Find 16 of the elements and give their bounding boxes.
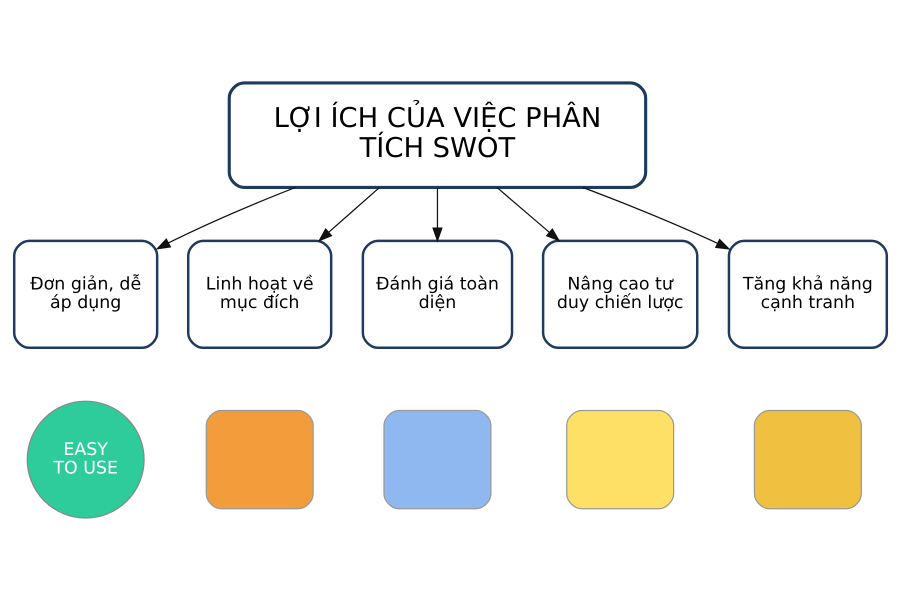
arrow <box>155 186 296 250</box>
node-box: Nâng cao tư duy chiến lược <box>541 239 698 348</box>
node-box <box>566 409 674 509</box>
node-circle: EASY TO USE <box>26 400 144 518</box>
node-box <box>205 409 314 509</box>
node-box: Đơn giản, dễ áp dụng <box>12 239 158 348</box>
node-box <box>382 409 492 509</box>
arrow <box>317 186 380 242</box>
node-box: Linh hoạt về mục đích <box>186 239 332 348</box>
arrow <box>432 187 442 242</box>
node-box: LỢI ÍCH CỦA VIỆC PHÂN TÍCH SWOT <box>227 80 647 188</box>
node-box: Tăng khả năng cạnh tranh <box>727 239 888 348</box>
node-box <box>753 409 862 509</box>
node-box: Đánh giá toàn diện <box>361 239 513 348</box>
arrow <box>582 186 730 250</box>
arrow <box>496 186 560 242</box>
